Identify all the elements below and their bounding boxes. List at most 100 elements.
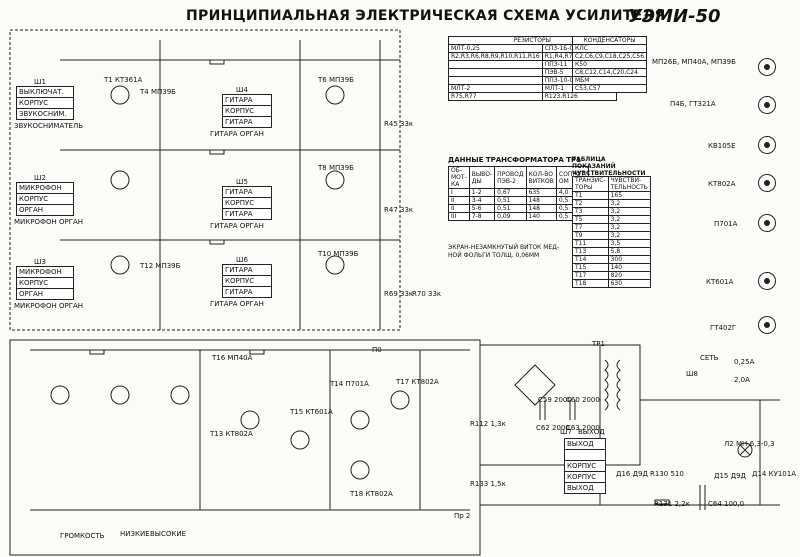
socket-sh5: ГИТАРА КОРПУС ГИТАРА	[222, 186, 272, 220]
legend-label-7: ГТ402Г	[710, 324, 737, 332]
socket-sh3: МИКРОФОН КОРПУС ОРГАН	[16, 266, 74, 300]
transformer-cell: 140	[525, 212, 557, 221]
transistor-t6-label: Т6 МП39Б	[318, 76, 354, 84]
legend-label-6: КТ601А	[706, 278, 734, 286]
socket-sh6-row1: ГИТАРА	[223, 265, 271, 276]
resistor-r130-label: R130 510	[650, 470, 684, 478]
page-title: ПРИНЦИПИАЛЬНАЯ ЭЛЕКТРИЧЕСКАЯ СХЕМА УСИЛИ…	[186, 8, 666, 24]
capacitor-type2: К50	[571, 60, 648, 69]
resistor-r133-label: R133 1,5к	[470, 480, 506, 488]
resistor-r47-label: R47 33к	[384, 206, 414, 214]
diode-d18-label: Д15 Д9Д	[714, 472, 746, 480]
socket-sh7-id: Ш7	[560, 428, 572, 436]
resistor-cell1: R2,R3,R6,R8,R9,R10,R11,R16	[448, 52, 543, 61]
capacitor-list3: С53,С57	[571, 84, 648, 93]
sensitivity-cell: 3,2	[607, 199, 651, 208]
transformer-col-header: КОЛ-ВО ВИТКОВ	[525, 166, 557, 189]
socket-sh7-row1: ВЫХОД	[565, 439, 605, 450]
resistor-r45-label: R45 33к	[384, 120, 414, 128]
socket-sh4-caption: ГИТАРА ОРГАН	[210, 130, 264, 138]
sensitivity-cell: Т3	[572, 207, 609, 216]
sensitivity-cell: 630	[607, 279, 651, 288]
socket-sh3-caption: МИКРОФОН ОРГАН	[14, 302, 84, 310]
socket-sh6-id: Ш6	[236, 256, 248, 264]
transistor-t8-label: Т8 МП39Б	[318, 164, 354, 172]
socket-sh4-row3: ГИТАРА	[225, 118, 253, 126]
socket-sh5-row3: ГИТАРА	[225, 210, 253, 218]
transistor-t12-label: Т12 МП39Б	[140, 262, 181, 270]
capacitor-c64-label: С64 100,0	[708, 500, 745, 508]
socket-sh7: ВЫХОД КОРПУС КОРПУС ВЫХОД	[564, 438, 606, 494]
socket-sh7-row5: ВЫХОД	[567, 484, 594, 492]
transistor-t14-label: Т14 П701А	[330, 380, 369, 388]
pinout-icon	[758, 272, 776, 290]
pinout-icon	[758, 316, 776, 334]
socket-sh3-row2: КОРПУС	[17, 278, 73, 289]
sensitivity-cell: 3,2	[607, 207, 651, 216]
transistor-t10-label: Т10 МП39Б	[318, 250, 359, 258]
transformer-cell: 635	[525, 188, 557, 197]
socket-sh5-id: Ш5	[236, 178, 248, 186]
sensitivity-cell: Т11	[572, 239, 609, 248]
socket-sh6-row2: КОРПУС	[223, 276, 271, 287]
socket-sh6: ГИТАРА КОРПУС ГИТАРА	[222, 264, 272, 298]
sensitivity-cell: Т9	[572, 231, 609, 240]
sensitivity-cell: 820	[607, 271, 651, 280]
socket-sh6-caption: ГИТАРА ОРГАН	[210, 300, 264, 308]
socket-sh3-id: Ш3	[34, 258, 46, 266]
transformer-label: ТР1	[592, 340, 605, 348]
sensitivity-table-header: ТАБЛИЦА ПОКАЗАНИЙ ЧУВСТВИТЕЛЬНОСТИ	[572, 156, 646, 177]
sensitivity-cell: 5,8	[607, 247, 651, 256]
capacitor-list1: С2,С6,С9,С18,С25,С56	[571, 52, 648, 61]
capacitor-list2: С8,С12,С14,С20,С24	[571, 68, 648, 77]
socket-sh1-row2: КОРПУС	[17, 98, 73, 109]
socket-sh2-row1: МИКРОФОН	[17, 183, 73, 194]
sensitivity-cell: Т15	[572, 263, 609, 272]
sensitivity-cell: Т13	[572, 247, 609, 256]
socket-sh4: ГИТАРА КОРПУС ГИТАРА	[222, 94, 272, 128]
resistor-col1: МЛТ-0,25	[448, 44, 543, 53]
fuse-pr2-label: Пр 2	[454, 512, 471, 520]
transformer-cell: 1-2	[468, 188, 496, 197]
legend-label-5: П701А	[714, 220, 738, 228]
fuse-2-label: 2,0А	[734, 376, 750, 384]
transformer-cell: II	[448, 196, 470, 205]
sensitivity-cell: Т18	[572, 279, 609, 288]
socket-sh7-row2	[565, 450, 605, 461]
transistor-t1-label: Т1 КТ361А	[104, 76, 143, 84]
sensitivity-cell: Т2	[572, 199, 609, 208]
transistor-t15-label: Т15 КТ601А	[290, 408, 333, 416]
sensitivity-cell: Т14	[572, 255, 609, 264]
network-label: СЕТЬ	[700, 354, 719, 362]
volume-label: ГРОМКОСТЬ	[60, 532, 105, 540]
sensitivity-cell: 165	[607, 191, 651, 200]
low-tone-label: НИЗКИЕ	[120, 530, 150, 538]
transformer-cell: 3-4	[468, 196, 496, 205]
capacitor-table: КОНДЕНСАТОРЫ КЛС С2,С6,С9,С18,С25,С56 К5…	[571, 36, 648, 93]
sensitivity-col-header: ТРАНЗИС-ТОРЫ	[572, 176, 609, 192]
socket-sh6-row3: ГИТАРА	[225, 288, 253, 296]
section-p0-label: П0	[372, 346, 382, 354]
socket-sh7-row4: КОРПУС	[565, 472, 605, 483]
socket-sh4-row2: КОРПУС	[223, 106, 271, 117]
resistor-r112-label: R112 1,3к	[470, 420, 506, 428]
pinout-icon	[758, 96, 776, 114]
capacitor-c62-label: С62 2000	[536, 424, 570, 432]
sensitivity-cell: Т7	[572, 223, 609, 232]
transformer-note: ЭКРАН-НЕЗАМКНУТЫЙ ВИТОК МЕД-НОЙ ФОЛЬГИ Т…	[448, 244, 560, 259]
capacitor-c59-label: С59 2000	[538, 396, 572, 404]
socket-sh7-row3: КОРПУС	[565, 461, 605, 472]
socket-sh1-caption: ЗВУКОСНИМАТЕЛЬ	[14, 122, 84, 130]
sensitivity-cell: 300	[607, 255, 651, 264]
transformer-cell: II	[448, 204, 470, 213]
lamp-label: Л2 МН-6,3-0,3	[724, 440, 775, 448]
socket-sh5-caption: ГИТАРА ОРГАН	[210, 222, 264, 230]
